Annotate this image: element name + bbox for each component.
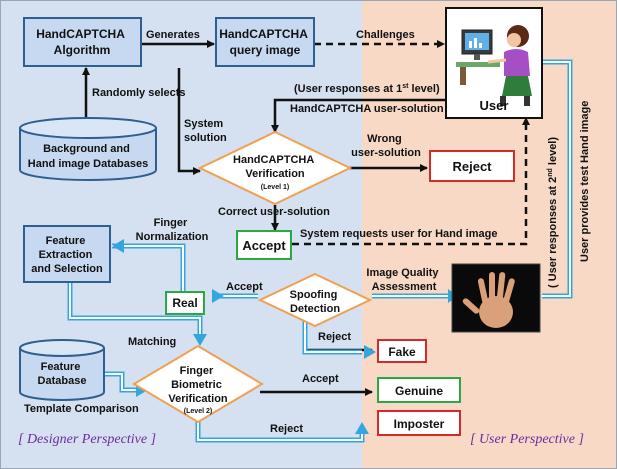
feature-extraction-label: Feature Extraction and Selection xyxy=(31,235,103,275)
edge-label-generates: Generates xyxy=(146,29,200,41)
query-image-node: HandCAPTCHA query image xyxy=(215,17,315,67)
designer-perspective-label: [ Designer Perspective ] xyxy=(18,432,156,447)
verification-label: HandCAPTCHA Verification xyxy=(233,154,317,180)
accept-node: Accept xyxy=(236,230,292,260)
user-label: User xyxy=(480,98,509,113)
databases-label: Background and Hand image Databases xyxy=(28,143,148,170)
hand-icon xyxy=(462,272,515,328)
algorithm-label: HandCAPTCHA Algorithm xyxy=(36,27,128,57)
edge-label-accept-bio: Accept xyxy=(302,373,339,385)
biometric-label: Finger Biometric Verification xyxy=(168,365,228,405)
genuine-node: Genuine xyxy=(377,377,461,403)
feature-db-node: Feature Database xyxy=(19,339,105,401)
edge-label-template-comparison: Template Comparison xyxy=(24,403,139,415)
fake-node: Fake xyxy=(377,339,427,363)
accept-label: Accept xyxy=(242,238,286,253)
imposter-node: Imposter xyxy=(377,410,461,436)
algorithm-node: HandCAPTCHA Algorithm xyxy=(23,17,142,67)
query-image-label: HandCAPTCHA query image xyxy=(219,27,311,57)
feature-db-label: Feature Database xyxy=(38,361,87,387)
biometric-node: Finger Biometric Verification (Level 2) xyxy=(132,344,264,424)
imposter-label: Imposter xyxy=(394,417,445,431)
real-label: Real xyxy=(172,296,197,310)
edge-label-wrong: Wrong user-solution xyxy=(351,133,421,159)
databases-node: Background and Hand image Databases xyxy=(19,117,157,181)
user-perspective-label: [ User Perspective ] xyxy=(470,432,584,447)
edge-label-correct: Correct user-solution xyxy=(218,206,330,218)
spoofing-node: Spoofing Detection xyxy=(257,272,373,328)
edge-label-randomly-selects: Randomly selects xyxy=(92,87,186,99)
edge-label-reject-bio: Reject xyxy=(270,423,303,435)
spoofing-label: Spoofing Detection xyxy=(290,289,341,315)
user-at-computer-icon xyxy=(456,25,532,106)
biometric-level: (Level 2) xyxy=(184,408,212,415)
verification-node: HandCAPTCHA Verification (Level 1) xyxy=(197,130,353,206)
edge-label-system-requests: System requests user for Hand image xyxy=(300,228,497,240)
hand-image xyxy=(451,263,541,333)
edge-label-finger-normalization: Finger Normalization xyxy=(136,217,209,243)
real-node: Real xyxy=(165,291,205,315)
edge-label-reject-spoof: Reject xyxy=(318,331,351,343)
edge-label-user-responses-2: ( User responses at 2nd level) xyxy=(547,137,559,288)
edge-label-user-responses-1: (User responses at 1st level) xyxy=(294,83,440,95)
edge-label-user-provides: User provides test Hand image xyxy=(579,101,591,262)
edge-label-accept-spoof: Accept xyxy=(226,281,263,293)
user-node: User xyxy=(445,7,543,119)
verification-level: (Level 1) xyxy=(261,184,289,191)
edge-label-matching: Matching xyxy=(128,336,176,348)
genuine-label: Genuine xyxy=(395,384,443,398)
edge-label-image-quality: Image Quality Assessment xyxy=(366,267,441,293)
reject-label: Reject xyxy=(452,159,492,174)
reject-node: Reject xyxy=(429,150,515,182)
edge-label-user-solution: HandCAPTCHA user-solution xyxy=(290,103,444,115)
edge-label-system-solution: System solution xyxy=(184,118,227,144)
fake-label: Fake xyxy=(388,345,416,359)
edge-label-challenges: Challenges xyxy=(356,29,415,41)
feature-extraction-node: Feature Extraction and Selection xyxy=(23,225,111,283)
